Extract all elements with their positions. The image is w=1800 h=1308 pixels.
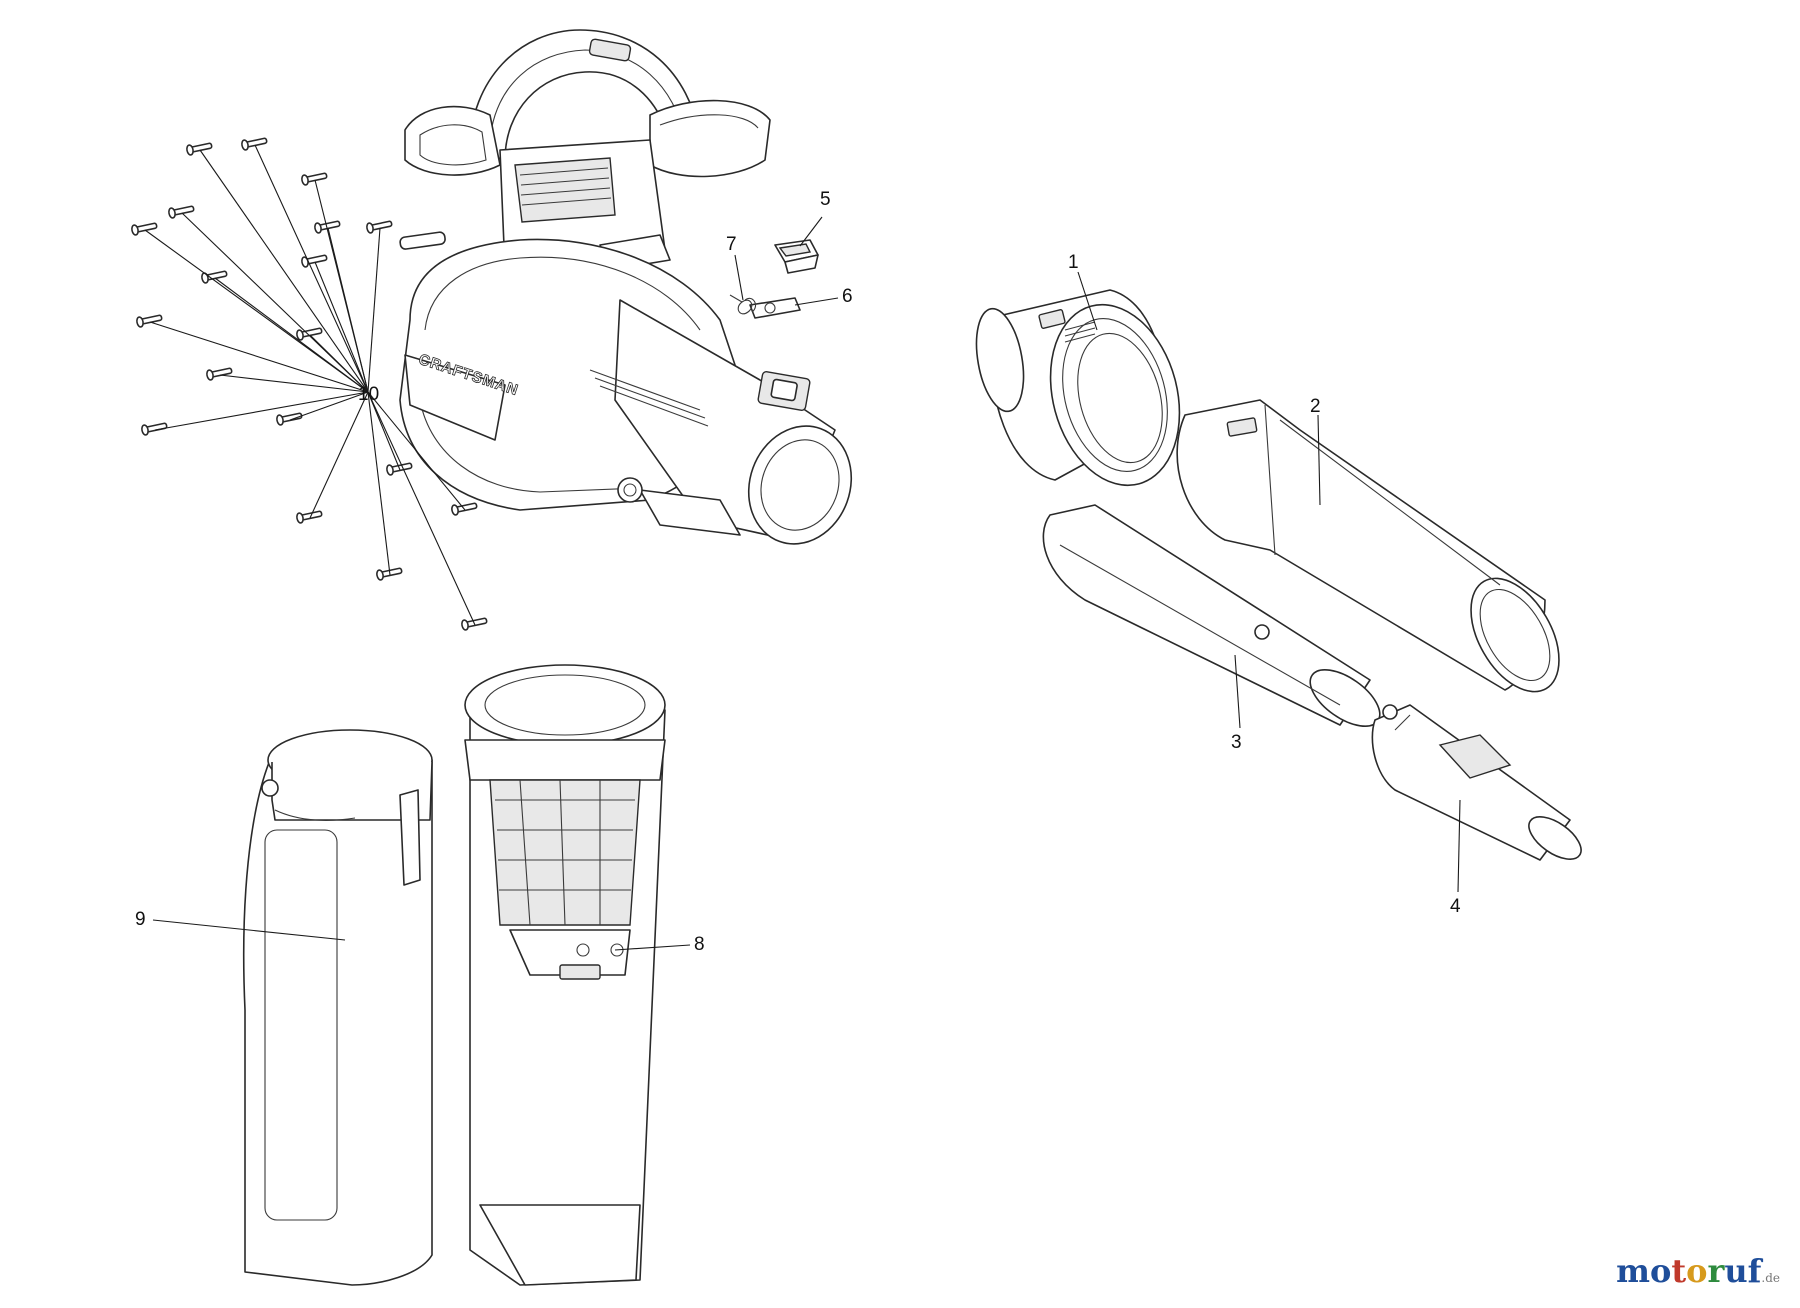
blower-housing: CRAFTSMAN [399, 29, 853, 545]
part-6-latch [749, 297, 801, 319]
part-5-cap [774, 239, 819, 274]
screw [131, 222, 158, 236]
screw [186, 142, 213, 156]
part-10-screws [131, 137, 488, 631]
screw [136, 314, 163, 328]
watermark-letter: f [1747, 1252, 1762, 1290]
screw [168, 205, 195, 219]
callout-9: 9 [135, 909, 146, 930]
screw-leader-line [367, 391, 401, 471]
screw-leader-line [144, 229, 369, 393]
callout-1: 1 [1068, 252, 1079, 273]
screw [461, 617, 488, 631]
part-2-tube [1176, 399, 1560, 693]
screw [376, 567, 403, 581]
screw-leader-line [367, 391, 466, 511]
watermark-letter: r [1707, 1252, 1725, 1290]
screw [366, 220, 393, 234]
callout-6: 6 [842, 286, 853, 307]
screw-leader-line [289, 391, 369, 421]
screw-leader-line [219, 374, 369, 393]
screw-leader-line [367, 391, 476, 626]
part-9-shroud [242, 729, 433, 1286]
screw-leader-line [214, 277, 369, 393]
leader-lines [144, 144, 1461, 951]
screw [296, 510, 323, 524]
part-3-tube [1042, 504, 1381, 727]
screw-leader-line [327, 227, 369, 393]
watermark-letter: o [1686, 1252, 1708, 1290]
part-1-coupling [975, 289, 1181, 487]
screw [206, 367, 233, 381]
callout-labels: 1 2 3 4 5 6 7 8 9 10 [135, 189, 1461, 955]
callout-10: 10 [358, 384, 379, 405]
screw [276, 412, 303, 426]
watermark-letter: m [1616, 1252, 1651, 1290]
screw [314, 220, 341, 234]
callout-8: 8 [694, 934, 705, 955]
screw-leader-line [309, 391, 369, 519]
screw-leader-line [154, 391, 369, 431]
screw [301, 172, 328, 186]
callout-2: 2 [1310, 396, 1321, 417]
callout-3: 3 [1231, 732, 1242, 753]
screw-leader-line [314, 261, 369, 393]
callout-5: 5 [820, 189, 831, 210]
screw-leader-line [199, 149, 369, 393]
part-7-spring [729, 294, 756, 315]
screw-leader-line [149, 321, 369, 393]
part-4-nozzle [1371, 704, 1582, 861]
screw [141, 422, 168, 436]
watermark-tld: .de [1761, 1271, 1780, 1285]
callout-7: 7 [726, 234, 737, 255]
part-8-tube [464, 664, 666, 1286]
screw-leader-line [367, 391, 391, 576]
watermark-letter: u [1724, 1252, 1748, 1290]
screw [301, 254, 328, 268]
watermark-logo: motoruf.de [1616, 1252, 1780, 1290]
screw [451, 502, 478, 516]
watermark-letter: o [1650, 1252, 1672, 1290]
screw-leader-line [367, 227, 381, 393]
watermark-letter: t [1671, 1252, 1687, 1290]
callout-4: 4 [1450, 896, 1461, 917]
screw-leader-line [254, 144, 369, 393]
screw [386, 462, 413, 476]
screw [296, 327, 323, 341]
screw [241, 137, 268, 151]
screw-leader-line [309, 334, 369, 393]
